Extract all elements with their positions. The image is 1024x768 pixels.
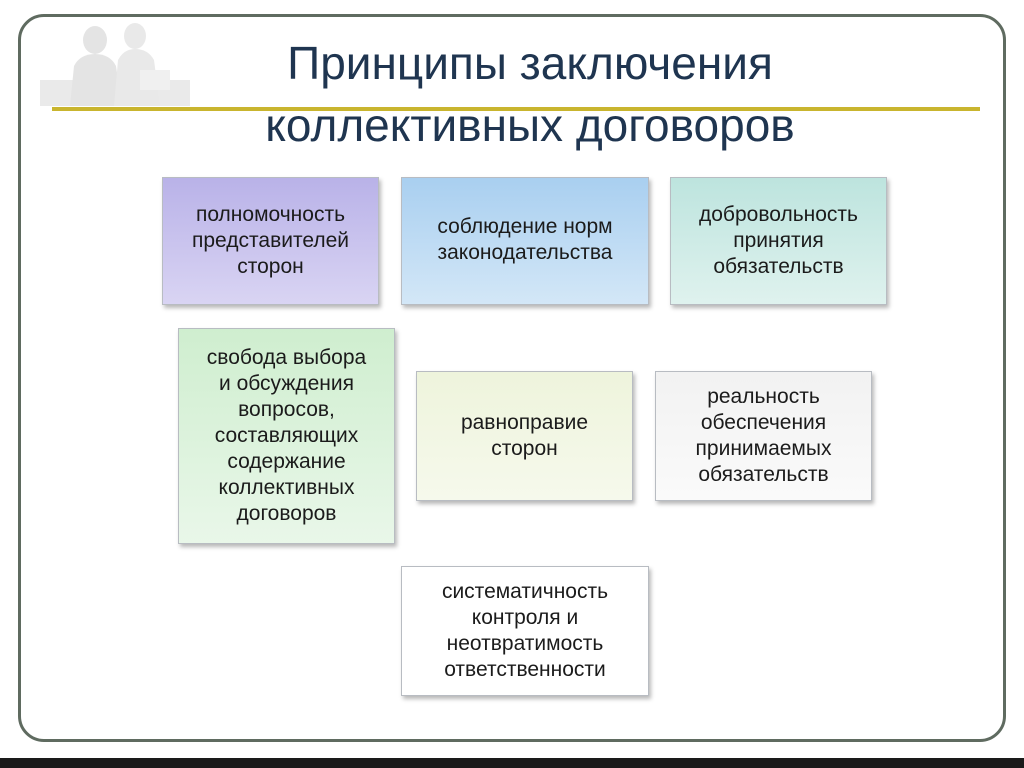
title-line-1: Принципы заключения — [287, 37, 773, 89]
principle-text: принятия — [733, 229, 824, 252]
principle-text: вопросов, — [238, 398, 335, 421]
principle-box-reality: реальность обеспечения принимаемых обяза… — [655, 371, 872, 501]
principle-text: содержание — [227, 450, 346, 473]
principle-text: и обсуждения — [219, 372, 354, 395]
principle-text: обязательств — [698, 463, 829, 486]
business-people-icon — [40, 23, 190, 106]
principle-text: равноправие — [460, 411, 589, 434]
principle-box-freedom-of-choice: свобода выбора и обсуждения вопросов, со… — [178, 328, 395, 544]
principle-box-equality: равноправие сторон — [416, 371, 633, 501]
bottom-strip — [0, 758, 1024, 768]
principle-box-legislation: соблюдение норм законодательства — [401, 177, 649, 305]
principle-box-control: систематичность контроля и неотвратимост… — [401, 566, 649, 696]
principle-text: контроля и — [471, 606, 579, 629]
principle-text: свобода выбора — [206, 346, 367, 369]
principle-text: сторон — [491, 437, 558, 460]
principle-text: ответственности — [444, 658, 606, 681]
principle-text: принимаемых — [695, 437, 832, 460]
title-underline — [52, 107, 980, 111]
principle-text: коллективных — [218, 476, 355, 499]
principle-text: реальность — [707, 385, 820, 408]
principle-text: неотвратимость — [446, 632, 604, 655]
principle-text: добровольность — [699, 203, 858, 226]
slide-title: Принципы заключения коллективных договор… — [150, 32, 910, 156]
title-line-2: коллективных договоров — [265, 99, 795, 151]
principle-box-authority: полномочность представителей сторон — [162, 177, 379, 305]
principle-text: составляющих — [214, 424, 359, 447]
principle-text: обязательств — [713, 255, 844, 278]
principle-text: законодательства — [437, 241, 613, 264]
principle-text: сторон — [237, 255, 304, 278]
principle-text: представителей — [192, 229, 349, 252]
principle-box-voluntariness: добровольность принятия обязательств — [670, 177, 887, 305]
principle-text: соблюдение норм — [437, 215, 613, 238]
principle-text: полномочность — [195, 203, 346, 226]
principle-text: систематичность — [441, 580, 609, 603]
principle-text: договоров — [236, 502, 337, 525]
principle-text: обеспечения — [700, 411, 827, 434]
